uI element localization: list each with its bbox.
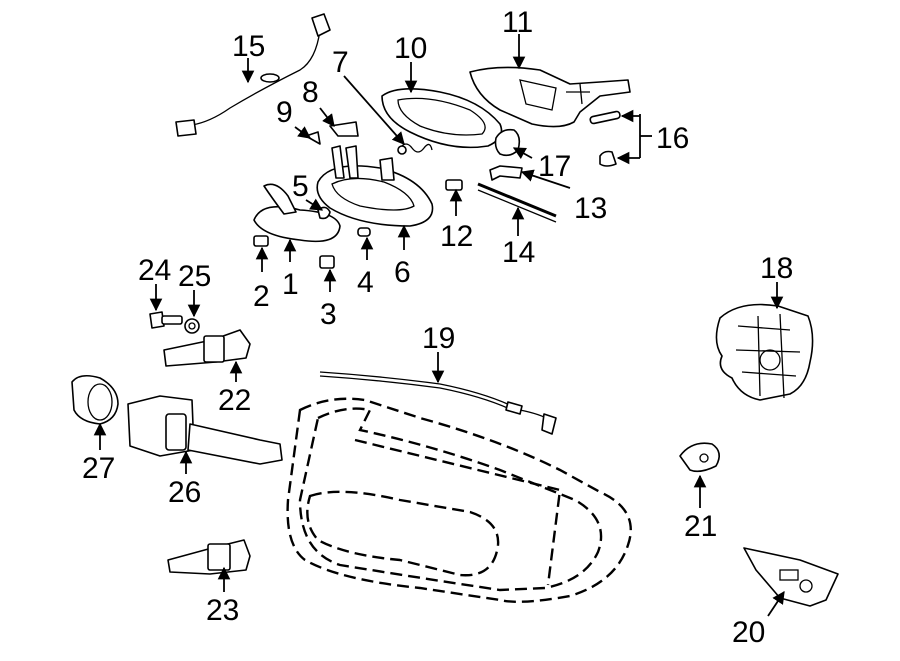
part-17-lock-cylinder [494,128,521,157]
part-15-cable-harness [175,13,331,137]
callout-17: 17 [538,150,571,183]
callout-7: 7 [332,46,349,79]
part-19-release-cable [319,371,557,435]
part-22-door-check [163,329,251,367]
callout-26: 26 [168,476,201,509]
part-2-cap [253,235,269,247]
callout-11: 11 [502,6,533,39]
callout-14: 14 [502,236,535,269]
callout-24: 24 [138,254,171,287]
part-14-control-rod [477,182,557,223]
part-13-lock-lever [489,165,523,181]
callout-18: 18 [760,252,793,285]
part-21-clip [679,442,720,473]
callout-8: 8 [302,76,319,109]
callout-3: 3 [320,298,337,331]
callout-4: 4 [357,266,374,299]
callout-20: 20 [732,616,765,649]
leader-arrows [93,34,785,617]
part-20-striker-plate [743,547,839,607]
part-7-spring [397,143,433,155]
callout-19: 19 [422,322,455,355]
callout-6: 6 [394,256,411,289]
callout-16: 16 [656,122,689,155]
callout-13: 13 [574,192,607,225]
callout-12: 12 [440,220,473,253]
callout-25: 25 [178,260,211,293]
door-shell-outline [286,397,632,603]
part-4-pin [357,227,371,237]
part-6-outside-handle [316,145,434,227]
part-12-clip [445,179,463,191]
part-18-door-latch [715,303,814,401]
part-24-bolt [149,311,183,329]
callout-2: 2 [253,280,270,313]
part-11-handle-assembly [469,66,631,128]
part-3-cap [319,255,335,269]
callout-9: 9 [276,96,293,129]
part-26-hinge [127,395,283,465]
part-23-door-check [167,539,251,575]
callout-1: 1 [282,268,299,301]
part-1-inside-handle [253,183,341,243]
part-27-grommet [71,374,119,425]
part-16-rod-clip [589,110,621,167]
callout-27: 27 [82,452,115,485]
callout-10: 10 [394,32,427,65]
callout-5: 5 [292,170,309,203]
callout-21: 21 [684,510,717,543]
part-8-bracket [329,121,359,137]
part-25-nut [184,318,200,334]
part-10-handle-bezel [381,88,503,149]
callout-23: 23 [206,594,239,627]
callout-labels: 15 10 11 7 8 9 5 6 4 1 2 3 12 13 14 17 1… [82,6,793,649]
callout-15: 15 [232,30,265,63]
part-9-clip [305,131,321,145]
callout-22: 22 [218,384,251,417]
